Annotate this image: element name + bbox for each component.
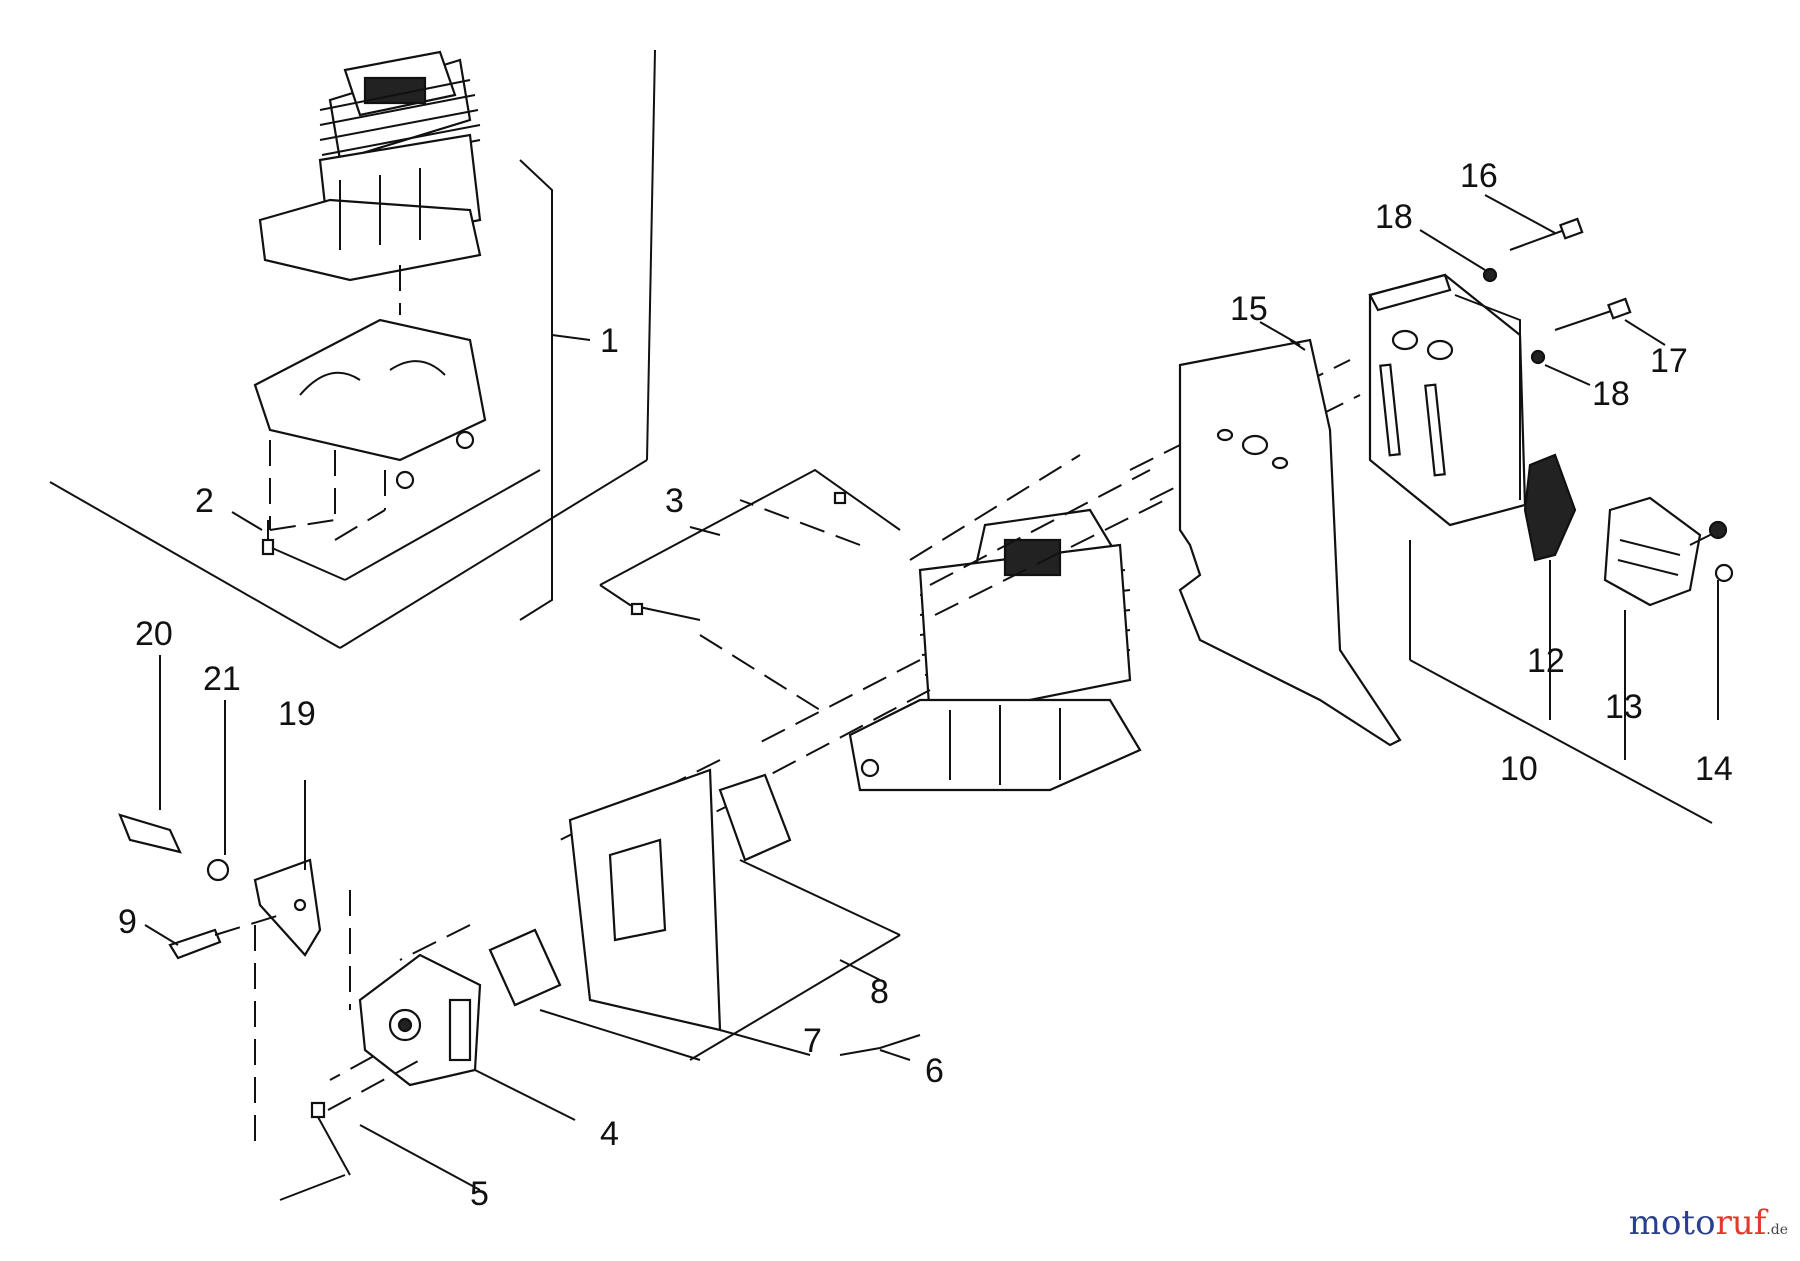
- label-8: 8: [870, 973, 889, 1011]
- muffler-part-10: [1368, 273, 1713, 824]
- label-15: 15: [1230, 290, 1268, 328]
- spark-screen-part-12: [1523, 453, 1577, 720]
- label-21: 21: [203, 660, 241, 698]
- bracket-part-19: [253, 780, 322, 957]
- label-1: 1: [600, 322, 619, 360]
- label-19: 19: [278, 695, 316, 733]
- carburetor-part-4: [358, 953, 576, 1121]
- cylinder-upper-inset: [258, 50, 482, 282]
- callout-labels: 1 2 3 4 5 6 7 8 9 10 12 13 14 15 16 17 1…: [118, 157, 1733, 1213]
- label-2: 2: [195, 482, 214, 520]
- label-9: 9: [118, 903, 137, 941]
- label-18-lower: 18: [1592, 375, 1630, 413]
- insulator-part-8: [689, 773, 901, 1061]
- cylinder-main: [848, 508, 1142, 792]
- inset-dash-guides: [269, 265, 401, 541]
- washer-part-18-lower: [1530, 349, 1591, 386]
- knob-part-20: [118, 655, 182, 854]
- label-18-top: 18: [1375, 198, 1413, 236]
- watermark-brand-b: ruf: [1715, 1203, 1767, 1243]
- label-14: 14: [1695, 750, 1733, 788]
- bolt-part-16: [1484, 194, 1584, 251]
- nut-part-21: [206, 700, 230, 882]
- watermark-brand-a: moto: [1628, 1203, 1716, 1243]
- washer-part-18-top: [1419, 229, 1498, 283]
- leader-15: [1259, 321, 1301, 346]
- label-10: 10: [1500, 750, 1538, 788]
- screw-part-5: [279, 1059, 481, 1201]
- crankcase-lower-inset: [253, 318, 487, 490]
- leader-1: [519, 159, 553, 621]
- watermark-suffix: .de: [1766, 1222, 1788, 1238]
- label-20: 20: [135, 615, 173, 653]
- screw-part-9: [144, 914, 281, 960]
- muffler-cover-part-13: [1603, 496, 1702, 760]
- bolt-part-2: [231, 469, 541, 581]
- label-12: 12: [1527, 642, 1565, 680]
- label-7: 7: [803, 1022, 822, 1060]
- motoruf-watermark: motoruf.de: [1629, 1203, 1788, 1243]
- inset-frame: [49, 49, 656, 649]
- label-13: 13: [1605, 688, 1643, 726]
- gasket-part-6: [488, 928, 921, 1061]
- label-5: 5: [470, 1175, 489, 1213]
- label-17: 17: [1650, 342, 1688, 380]
- label-16: 16: [1460, 157, 1498, 195]
- gasket-part-3: [599, 468, 901, 621]
- nuts-part-14: [1689, 520, 1734, 720]
- heat-shield-part-15: [1178, 338, 1402, 747]
- gasket-part-7: [568, 768, 811, 1056]
- label-4: 4: [600, 1115, 619, 1153]
- bolt-part-17: [1554, 297, 1666, 346]
- label-3: 3: [665, 482, 684, 520]
- label-6: 6: [925, 1052, 944, 1090]
